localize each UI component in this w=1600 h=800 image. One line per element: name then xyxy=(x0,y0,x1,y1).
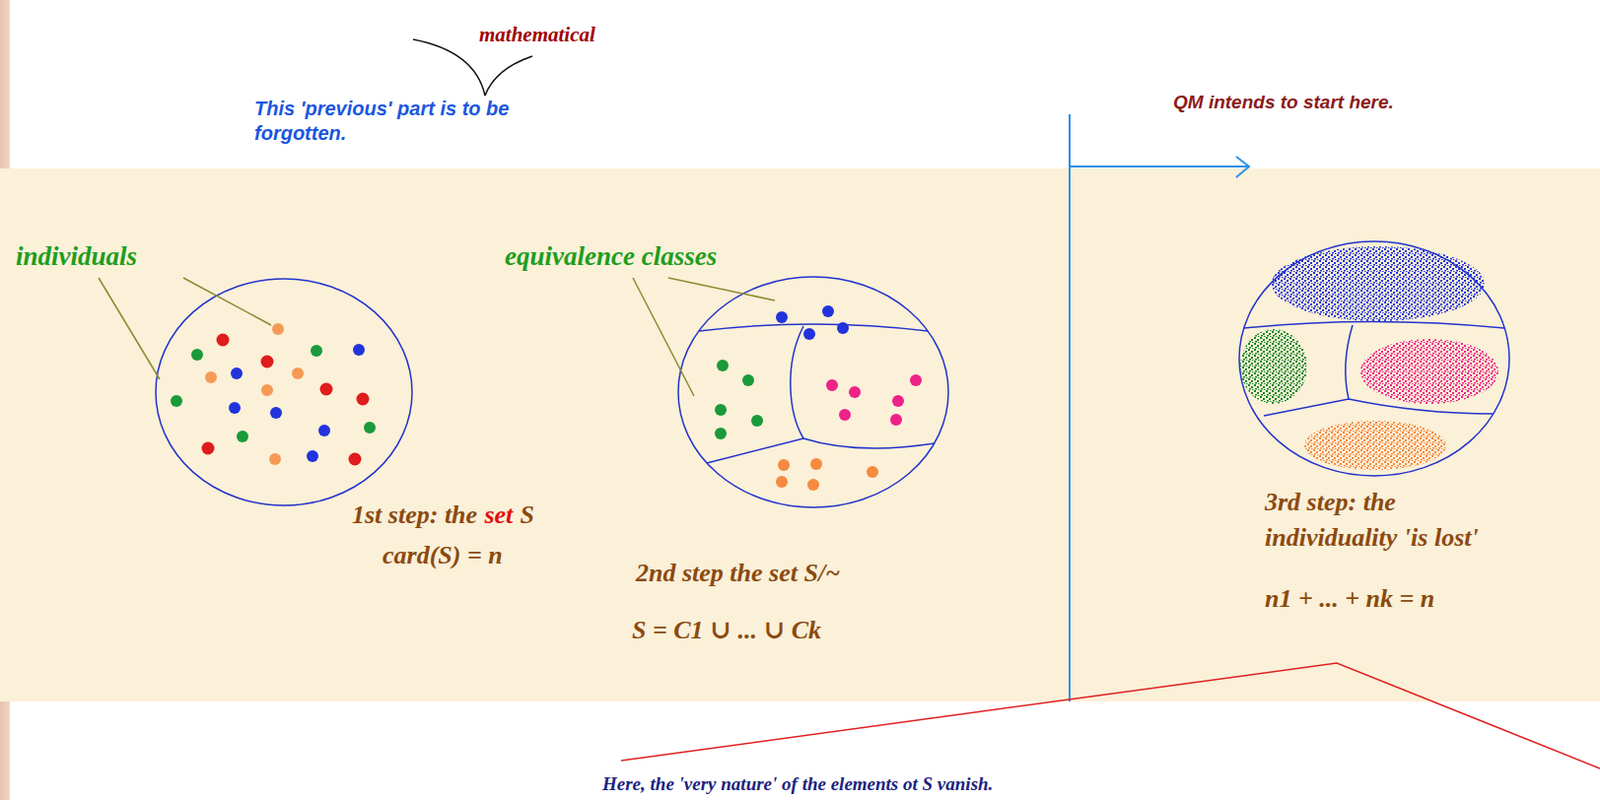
label: n1 + ... + nk = n xyxy=(1264,583,1435,617)
label: S xyxy=(520,500,535,530)
label: 1st step: the xyxy=(351,500,478,530)
label: equivalence classes xyxy=(504,240,717,275)
label: 2nd step the set S/~ xyxy=(635,557,840,591)
label: Here, the 'very nature' of the elements … xyxy=(602,772,993,797)
label: individuals xyxy=(15,240,138,275)
label: set xyxy=(484,500,513,530)
label: QM intends to start here. xyxy=(1173,90,1394,115)
label: mathematical xyxy=(479,21,596,48)
label: card(S) = n xyxy=(382,540,503,573)
label: S = C1 ∪ ... ∪ Ck xyxy=(631,615,822,648)
label: This 'previous' part is to be forgotten. xyxy=(254,96,551,146)
label: 3rd step: the individuality 'is lost' xyxy=(1264,485,1512,557)
step-caption: 1st step: thesetS xyxy=(351,500,542,531)
